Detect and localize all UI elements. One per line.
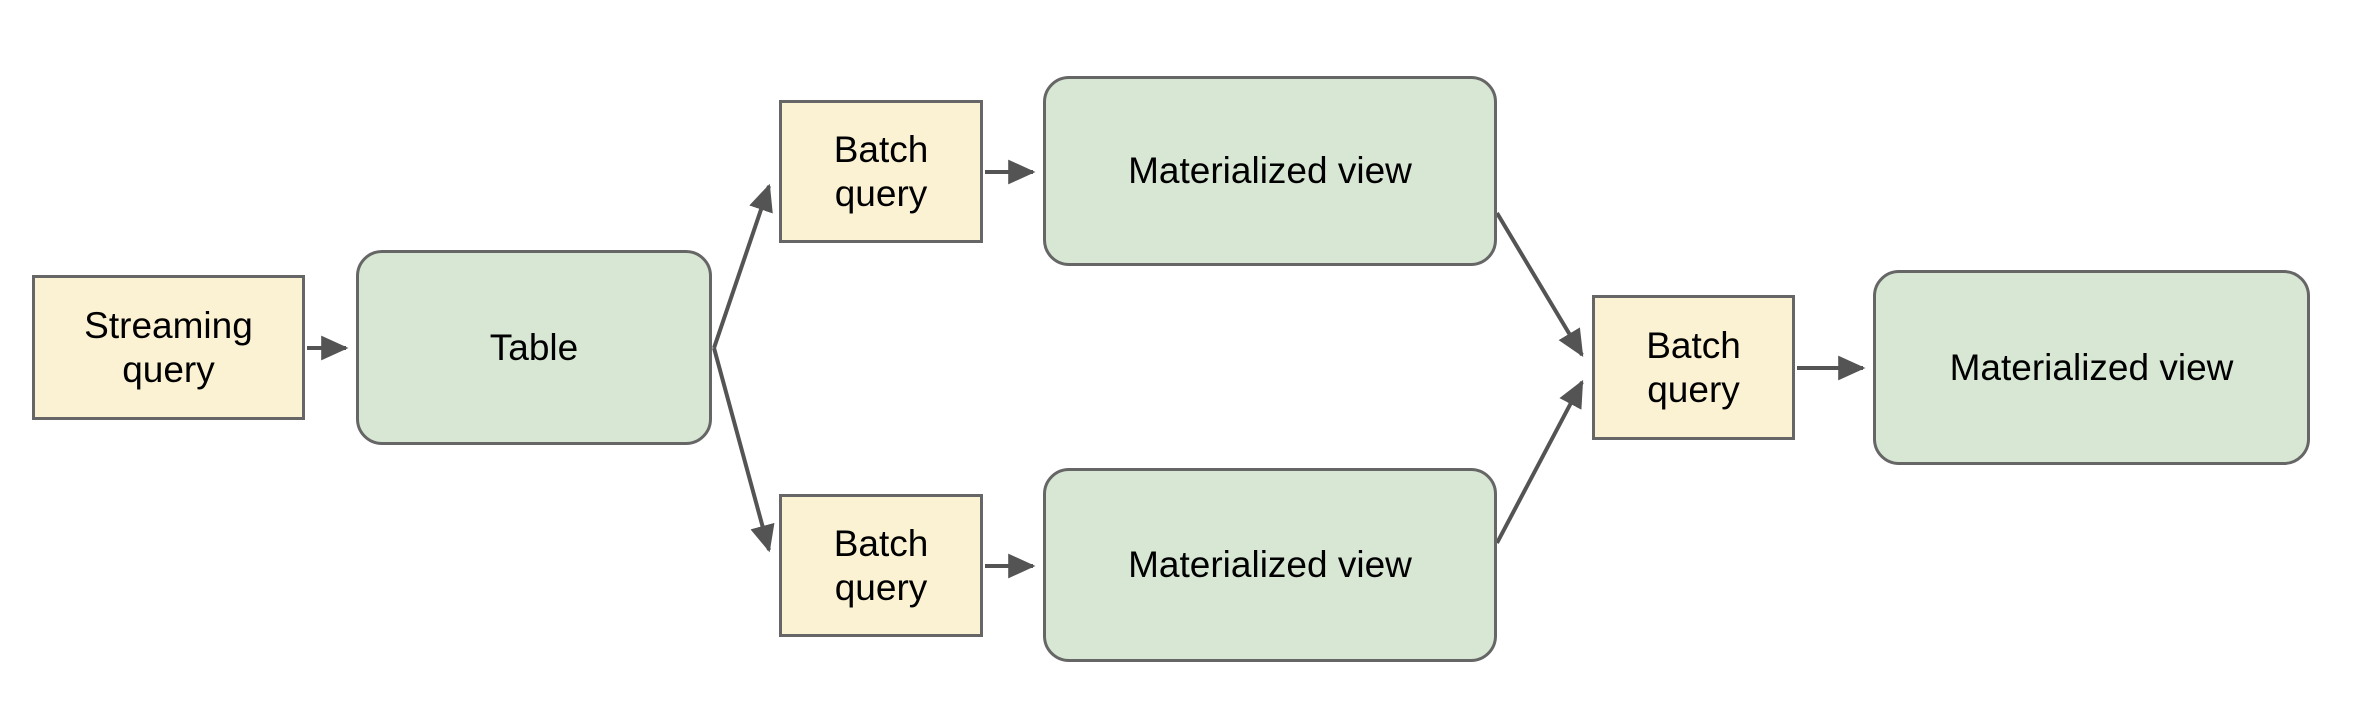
node-label-materialized-view-bottom: Materialized view: [1128, 544, 1412, 586]
node-label-batch-query-bottom: Batch query: [833, 522, 929, 608]
edge-mv-bottom-to-batch-right: [1495, 379, 1584, 544]
node-label-batch-query-top: Batch query: [833, 128, 929, 214]
node-batch-query-bottom[interactable]: Batch query: [779, 494, 983, 637]
node-batch-query-top[interactable]: Batch query: [779, 100, 983, 243]
node-label-materialized-view-top: Materialized view: [1128, 150, 1412, 192]
node-table[interactable]: Table: [356, 250, 712, 445]
node-label-streaming-query: Streaming query: [84, 304, 253, 390]
node-materialized-view-right[interactable]: Materialized view: [1873, 270, 2310, 465]
node-label-table: Table: [489, 326, 579, 368]
node-label-materialized-view-right: Materialized view: [1949, 346, 2234, 388]
node-batch-query-right[interactable]: Batch query: [1592, 295, 1795, 440]
edge-mv-top-to-batch-right: [1495, 211, 1584, 358]
node-streaming-query[interactable]: Streaming query: [32, 275, 305, 420]
edge-table-to-batch-bottom: [712, 347, 775, 553]
node-label-batch-query-right: Batch query: [1646, 324, 1741, 410]
edge-table-to-batch-top: [712, 183, 773, 349]
node-materialized-view-bottom[interactable]: Materialized view: [1043, 468, 1497, 662]
node-materialized-view-top[interactable]: Materialized view: [1043, 76, 1497, 266]
